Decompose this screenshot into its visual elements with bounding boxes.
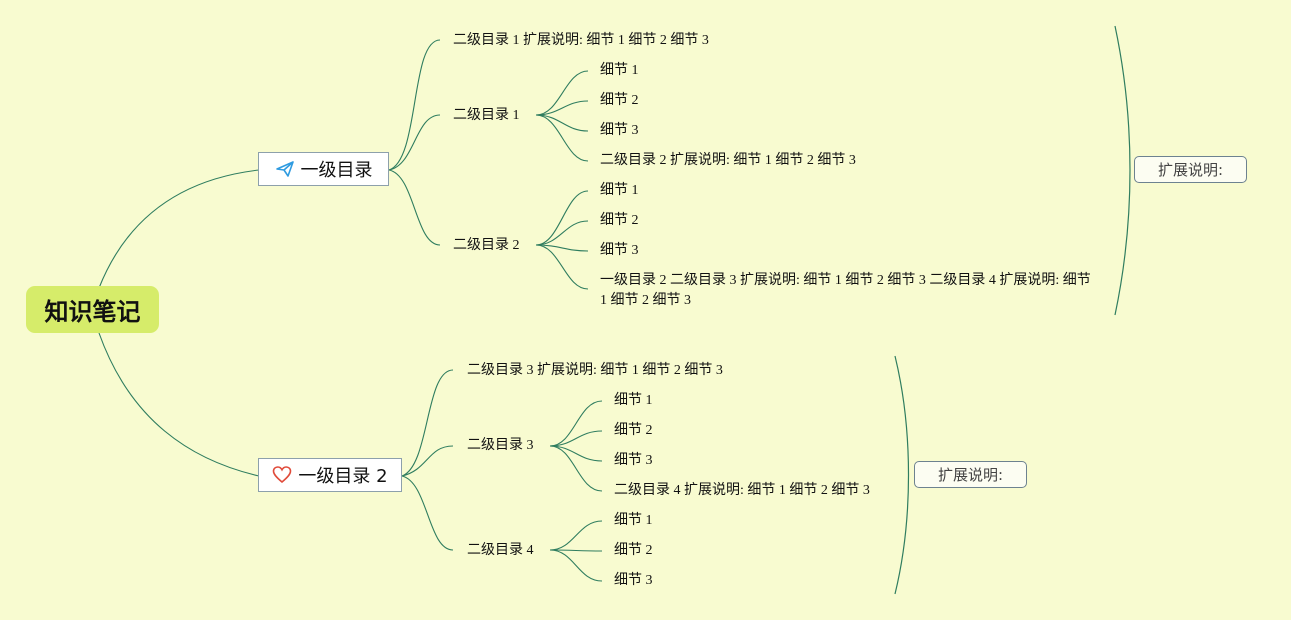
subtopic-node[interactable]: 二级目录 3: [467, 438, 534, 453]
detail-node[interactable]: 细节 2: [600, 213, 639, 228]
connector-b1-c3: [388, 169, 441, 246]
branch-node-1[interactable]: 一级目录: [258, 152, 389, 186]
connector-b1-c2: [388, 114, 441, 171]
summary-brace-1: [1114, 25, 1131, 316]
paper-plane-icon: [275, 159, 295, 179]
connector-root-branch1: [98, 169, 260, 289]
connector-root-branch2: [98, 332, 260, 477]
detail-node[interactable]: 细节 2: [614, 543, 653, 558]
detail-node[interactable]: 二级目录 2 扩展说明: 细节 1 细节 2 细节 3: [600, 153, 856, 168]
detail-node[interactable]: 二级目录 4 扩展说明: 细节 1 细节 2 细节 3: [614, 483, 870, 498]
detail-node[interactable]: 细节 3: [614, 453, 653, 468]
subtopic-node[interactable]: 二级目录 2: [453, 238, 520, 253]
branch-label: 一级目录 2: [298, 466, 388, 487]
branch-node-2[interactable]: 一级目录 2: [258, 458, 402, 492]
detail-node[interactable]: 细节 1: [600, 183, 639, 198]
connector-b2-c1: [401, 369, 454, 477]
connector-b2-c3: [401, 475, 454, 551]
root-node[interactable]: 知识笔记: [26, 286, 159, 333]
root-label: 知识笔记: [44, 298, 141, 326]
detail-node[interactable]: 细节 3: [614, 573, 653, 588]
heart-icon: [272, 465, 292, 485]
summary-node-1[interactable]: 扩展说明:: [1134, 156, 1247, 183]
detail-node[interactable]: 细节 2: [614, 423, 653, 438]
subtopic-node[interactable]: 二级目录 1: [453, 108, 520, 123]
detail-node[interactable]: 细节 1: [614, 513, 653, 528]
detail-node[interactable]: 一级目录 2 二级目录 3 扩展说明: 细节 1 细节 2 细节 3 二级目录 …: [600, 273, 1091, 308]
detail-node[interactable]: 细节 1: [600, 63, 639, 78]
summary-label: 扩展说明:: [1157, 161, 1224, 179]
detail-node[interactable]: 细节 3: [600, 243, 639, 258]
summary-brace-2: [894, 355, 910, 595]
detail-node[interactable]: 细节 3: [600, 123, 639, 138]
branch-label: 一级目录: [300, 160, 373, 181]
summary-label: 扩展说明:: [937, 466, 1004, 484]
detail-node[interactable]: 细节 1: [614, 393, 653, 408]
summary-node-2[interactable]: 扩展说明:: [914, 461, 1027, 488]
connector-b2-c2: [401, 445, 454, 477]
detail-node[interactable]: 细节 2: [600, 93, 639, 108]
subtopic-node[interactable]: 二级目录 1 扩展说明: 细节 1 细节 2 细节 3: [453, 33, 709, 48]
subtopic-node[interactable]: 二级目录 4: [467, 543, 534, 558]
subtopic-node[interactable]: 二级目录 3 扩展说明: 细节 1 细节 2 细节 3: [467, 363, 723, 378]
connector-b1-c1: [388, 39, 441, 171]
